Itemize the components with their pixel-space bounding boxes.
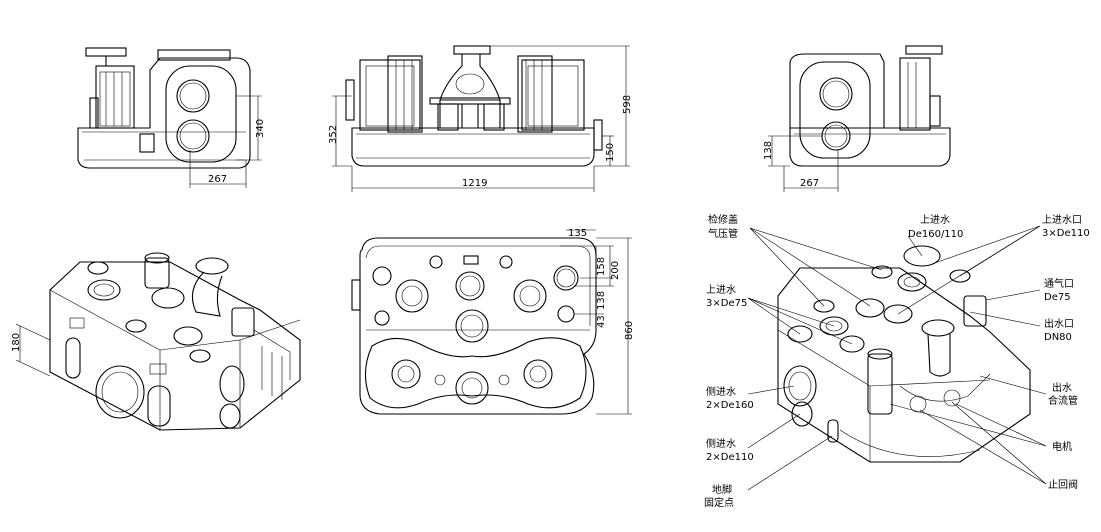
dim-1219: 1219 (462, 178, 487, 189)
dim-267-left: 267 (208, 174, 227, 185)
label-outlet-size: DN80 (1044, 332, 1072, 343)
label-outlet: 出水口 (1044, 317, 1074, 330)
dim-340: 340 (255, 119, 266, 138)
top-view: 135 158 200 138 43 860 (351, 228, 635, 415)
label-inspection-cover: 检修盖 (708, 213, 738, 226)
label-discharge: 出水 (1052, 381, 1072, 394)
label-top-inlet-center: 上进水 (920, 214, 950, 226)
label-vent: 通气口 (1044, 277, 1074, 290)
label-top-inlet-center-size: De160/110 (908, 229, 963, 240)
dim-598: 598 (622, 95, 633, 114)
label-motor: 电机 (1052, 440, 1072, 453)
label-side-inlet-160-size: 2×De160 (706, 400, 754, 411)
iso-view-left: 180 (11, 252, 301, 431)
dim-860: 860 (624, 321, 635, 340)
dim-200: 200 (610, 261, 621, 280)
label-discharge-manifold: 合流管 (1048, 394, 1078, 407)
label-side-inlet-160: 侧进水 (706, 385, 736, 398)
label-side-inlet-110-size: 2×De110 (706, 452, 754, 463)
dim-352: 352 (328, 125, 339, 144)
dim-43: 43 (596, 315, 607, 328)
dim-150: 150 (605, 143, 616, 162)
dim-135: 135 (568, 228, 587, 239)
label-anchor: 地脚 (712, 483, 732, 496)
dim-180: 180 (11, 333, 22, 352)
label-top-inlet-port: 上进水口 (1042, 214, 1082, 226)
dim-267-right: 267 (800, 178, 819, 189)
iso-view-right: 检修盖 气压管 上进水 De160/110 上进水口 3×De110 上进水 3… (704, 213, 1090, 509)
side-view-right: 138 267 (763, 45, 951, 192)
dim-158: 158 (596, 257, 607, 276)
side-view-left: 340 267 (77, 47, 266, 188)
label-side-inlet-110: 侧进水 (706, 437, 736, 450)
label-check-valve: 止回阀 (1048, 478, 1078, 491)
label-top-inlet-left: 上进水 (706, 284, 736, 296)
label-top-inlet-port-size: 3×De110 (1042, 228, 1090, 239)
dim-138-top: 138 (596, 291, 607, 310)
dim-138-side: 138 (763, 141, 774, 160)
label-anchor-point: 固定点 (704, 496, 734, 509)
label-air-pressure-pipe: 气压管 (708, 227, 738, 240)
label-vent-size: De75 (1044, 292, 1071, 303)
front-view: 352 598 150 1219 (328, 45, 633, 192)
label-top-inlet-left-size: 3×De75 (706, 298, 747, 309)
